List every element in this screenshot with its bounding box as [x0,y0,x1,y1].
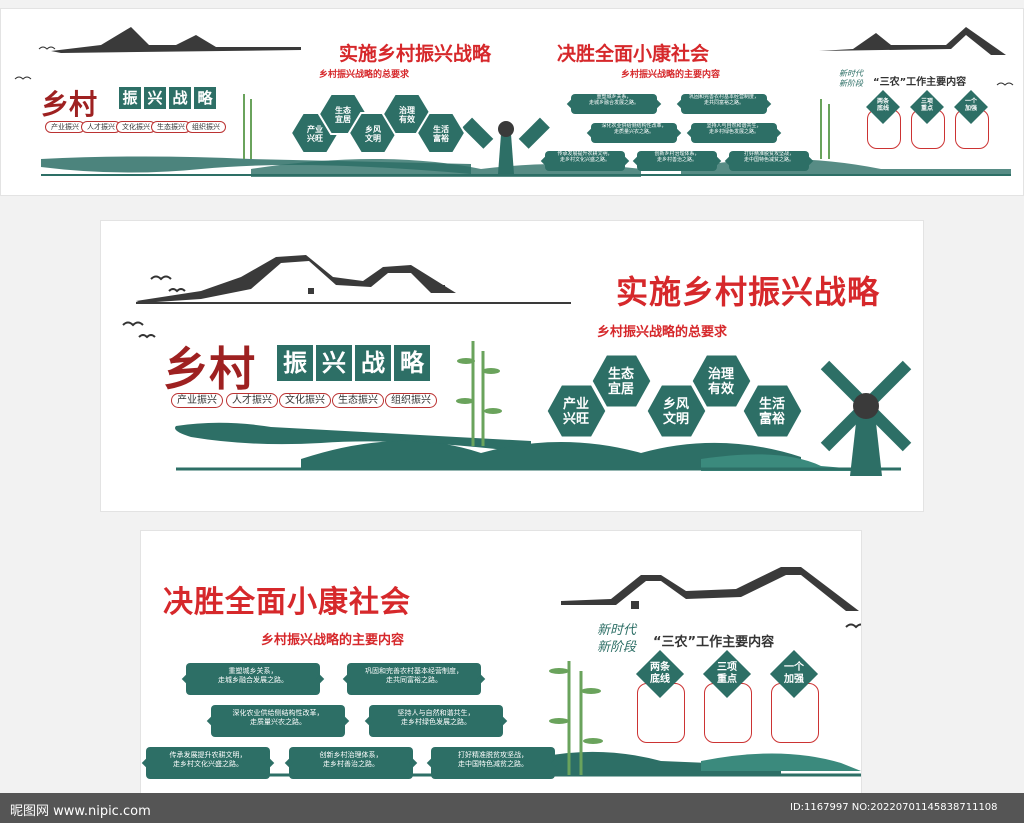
diamond-label: 两条 底线 [650,662,670,685]
strategy-logo-right: 振 兴 战 略 [277,345,430,381]
prosperity-title: 决胜全面小康社会 [163,585,411,620]
logo-char: 兴 [316,345,352,381]
overview-path-pill: 打好精准脱贫攻坚战， 走中国特色减贫之路。 [729,151,809,171]
strategy-title: 实施乡村振兴战略 [616,273,881,311]
strategy-hex-label: 生活 富裕 [758,397,785,427]
logo-char: 战 [169,87,191,109]
path-pill: 巩固和完善农村基本经营制度， 走共同富裕之路。 [347,663,481,695]
diamond-label: 一个 加强 [784,662,804,685]
overview-hex-label: 治理 有效 [399,106,415,125]
overview-hex-label: 乡风 文明 [365,125,381,144]
overview-general-title: 乡村振兴战略的总要求 [319,70,410,80]
overview-sannong-title: “三农”工作主要内容 [873,77,967,88]
path-pill: 重塑城乡关系， 走城乡融合发展之路。 [186,663,320,695]
overview-path-pill: 深化农业供给侧结构性改革， 走质量兴农之路。 [591,123,677,143]
overview-tag: 组织振兴 [186,121,226,133]
path-pill: 坚持人与自然和谐共生， 走乡村绿色发展之路。 [369,705,503,737]
logo-char: 振 [119,87,141,109]
overview-diamond-label: 两条 底线 [876,98,889,113]
strategy-graphics [122,255,912,476]
strategy-hex-label: 生态 宜居 [607,367,634,397]
strategy-hex-label: 乡风 文明 [662,397,689,427]
overview-hex-label: 生态 宜居 [335,106,351,125]
overview-hex-label: 产业 兴旺 [307,125,323,144]
prosperity-content-title: 乡村振兴战略的主要内容 [261,633,405,648]
strategy-hex-label: 产业 兴旺 [562,397,589,427]
strategy-tag: 文化振兴 [279,393,331,408]
overview-title-second: 决胜全面小康社会 [557,43,710,65]
strategy-tag: 生态振兴 [332,393,384,408]
overview-graphics [14,27,1014,177]
overview-logo-left: 乡村 [41,88,98,121]
prosperity-graphics [171,567,861,777]
overview-hexes [289,93,467,154]
overview-hex-label: 生活 富裕 [433,125,449,144]
path-pill: 创新乡村治理体系， 走乡村善治之路。 [289,747,413,779]
strategy-tag: 人才振兴 [226,393,278,408]
overview-tag: 生态振兴 [151,121,191,133]
overview-path-pill: 坚持人与自然和谐共生， 走乡村绿色发展之路。 [691,123,777,143]
watermark-left: 昵图网 www.nipic.com [10,804,151,819]
overview-path-pill: 重塑城乡关系， 走城乡融合发展之路。 [571,94,657,114]
path-pill: 打好精准脱贫攻坚战， 走中国特色减贫之路。 [431,747,555,779]
overview-diamond-label: 三项 重点 [920,98,933,113]
diamond-label: 三项 重点 [717,662,737,685]
strategy-tag: 产业振兴 [171,393,223,408]
watermark-right: ID:1167997 NO:20220701145838711108 [790,802,998,813]
overview-path-pill: 传承发展提升农耕文明， 走乡村文化兴盛之路。 [545,151,625,171]
path-pill: 传承发展提升农耕文明， 走乡村文化兴盛之路。 [146,747,270,779]
logo-char: 战 [355,345,391,381]
overview-path-pill: 巩固和完善农村基本经营制度， 走共同富裕之路。 [681,94,767,114]
sannong-title: “三农”工作主要内容 [653,635,775,650]
strategy-panel: 实施乡村振兴战略 乡村振兴战略的总要求 乡村 振 兴 战 略 产业振兴 人才振兴… [100,220,924,512]
strategy-hex-label: 治理 有效 [707,367,734,397]
strategy-logo-left: 乡村 [163,342,255,396]
overview-diamond-label: 一个 加强 [964,98,977,113]
logo-char: 振 [277,345,313,381]
overview-path-pill: 创新乡村治理体系， 走乡村善治之路。 [637,151,717,171]
strategy-tag: 组织振兴 [385,393,437,408]
logo-char: 兴 [144,87,166,109]
path-pill: 深化农业供给侧结构性改革， 走质量兴农之路。 [211,705,345,737]
strategy-general-title: 乡村振兴战略的总要求 [597,325,728,340]
overview-new-era: 新时代 新阶段 [839,69,863,88]
overview-title-main: 实施乡村振兴战略 [339,43,492,65]
overview-panel: 实施乡村振兴战略 决胜全面小康社会 乡村 振 兴 战 略 产业振兴 人才振兴 文… [0,8,1024,196]
watermark-bar [0,793,1024,823]
overview-logo-right: 振 兴 战 略 [119,87,216,109]
prosperity-panel: 决胜全面小康社会 乡村振兴战略的主要内容 重塑城乡关系， 走城乡融合发展之路。 … [140,530,862,794]
logo-char: 略 [394,345,430,381]
new-era-label: 新时代 新阶段 [597,623,637,655]
logo-char: 略 [194,87,216,109]
overview-content-title: 乡村振兴战略的主要内容 [621,70,721,80]
